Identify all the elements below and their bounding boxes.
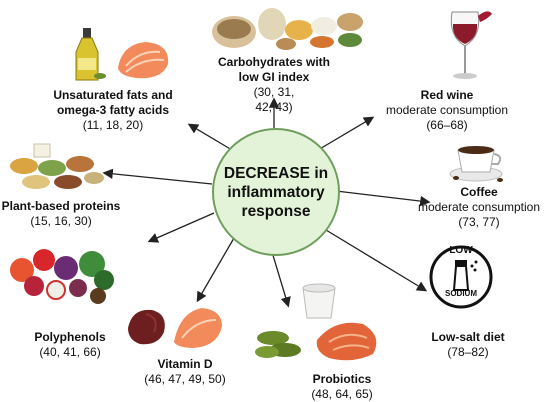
label-polyphenols: Polyphenols (40, 41, 66) <box>20 330 120 360</box>
low-sodium-badge <box>429 245 493 309</box>
proteins-image <box>10 143 104 189</box>
badge-text-top: LOW <box>449 245 473 256</box>
center-node: DECREASE in inflammatory response <box>212 128 340 256</box>
label-wine-note: moderate consumption <box>385 103 509 117</box>
label-carbs-title: Carbohydrates with low GI index <box>217 55 331 84</box>
arrow-polyphenols <box>147 212 215 243</box>
fruits-vegetables-image <box>10 249 114 304</box>
label-vitd: Vitamin D (46, 47, 49, 50) <box>125 357 245 387</box>
label-wine: Red wine moderate consumption (66–68) <box>372 88 522 133</box>
label-probiotics-refs: (48, 64, 65) <box>311 387 373 401</box>
olive-oil-image <box>75 28 106 81</box>
label-proteins-title: Plant-based proteins <box>1 199 121 213</box>
arrow-coffee <box>335 190 431 207</box>
label-vitd-title: Vitamin D <box>157 357 213 371</box>
label-polyphenols-refs: (40, 41, 66) <box>39 345 101 359</box>
arrow-fats <box>187 123 233 151</box>
label-carbs-refs: (30, 31, 42, 43) <box>253 85 295 114</box>
arrow-salt <box>325 229 428 292</box>
label-proteins: Plant-based proteins (15, 16, 30) <box>0 199 122 229</box>
label-salt: Low-salt diet (78–82) <box>418 330 518 360</box>
label-fats-refs: (11, 18, 20) <box>82 118 144 132</box>
label-polyphenols-title: Polyphenols <box>34 330 106 344</box>
label-coffee-refs: (73, 77) <box>458 215 500 229</box>
label-coffee-note: moderate consumption <box>417 200 541 214</box>
wine-glass-image <box>450 11 492 79</box>
label-proteins-refs: (15, 16, 30) <box>30 214 92 228</box>
probiotic-foods-image <box>255 283 377 361</box>
label-fats-title: Unsaturated fats and omega-3 fatty acids <box>53 88 173 117</box>
label-probiotics: Probiotics (48, 64, 65) <box>292 372 392 402</box>
arrow-proteins <box>102 168 213 185</box>
label-coffee: Coffee moderate consumption (73, 77) <box>410 185 548 230</box>
badge-text-bottom: SODIUM <box>445 289 477 298</box>
label-wine-refs: (66–68) <box>426 118 468 132</box>
grains-image <box>212 8 363 50</box>
vitamin-d-foods-image <box>128 308 222 348</box>
center-text: DECREASE in inflammatory response <box>223 164 329 220</box>
arrow-vitd <box>196 237 235 303</box>
label-coffee-title: Coffee <box>460 185 498 199</box>
arrow-wine <box>317 116 375 151</box>
coffee-cup-image <box>449 146 503 182</box>
label-carbs: Carbohydrates with low GI index (30, 31,… <box>204 55 344 115</box>
arrow-probiotics <box>271 251 291 308</box>
label-salt-refs: (78–82) <box>447 345 489 359</box>
label-wine-title: Red wine <box>420 88 474 102</box>
salmon-image <box>118 42 169 79</box>
label-salt-title: Low-salt diet <box>431 330 505 344</box>
label-vitd-refs: (46, 47, 49, 50) <box>144 372 226 386</box>
label-fats: Unsaturated fats and omega-3 fatty acids… <box>38 88 188 133</box>
label-probiotics-title: Probiotics <box>312 372 372 386</box>
